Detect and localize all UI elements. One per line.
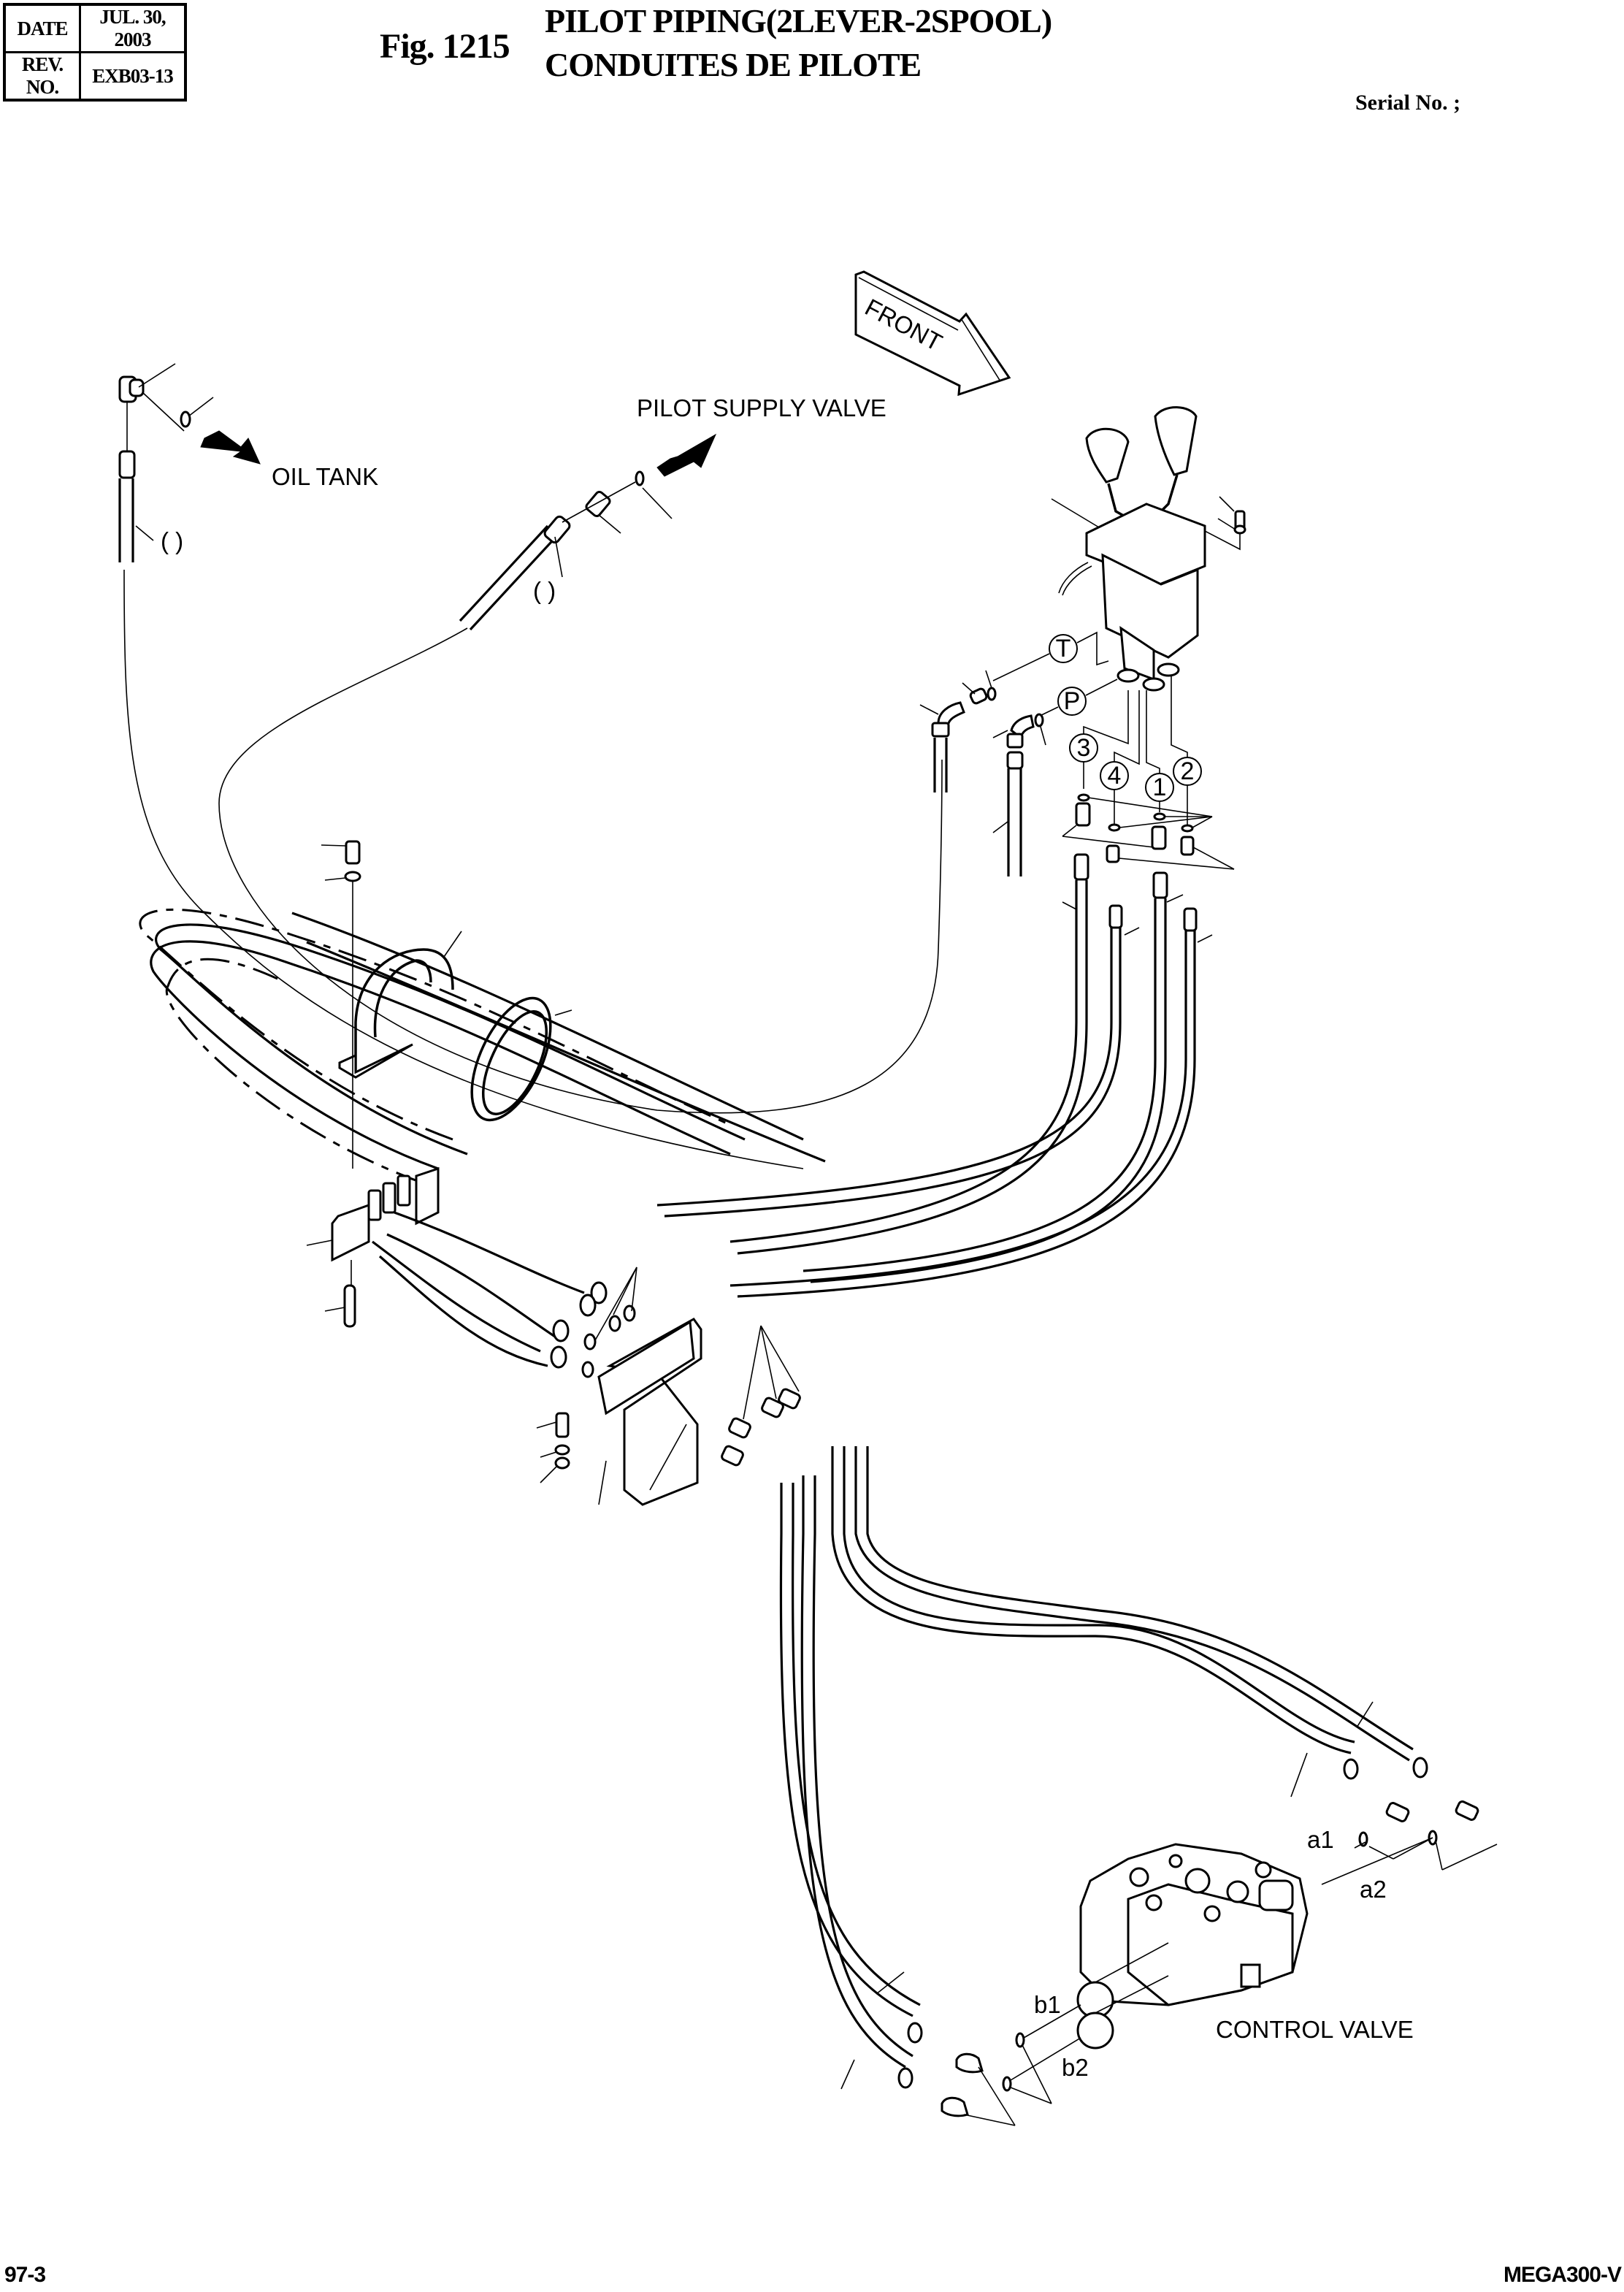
- pressure-port-fitting: [992, 713, 1046, 876]
- port-tag-2: 2: [1171, 676, 1202, 825]
- hose-loop-bundle: [139, 908, 826, 1185]
- hose-grommet-ring: [470, 996, 572, 1122]
- mounting-bolt-icon: [1204, 496, 1246, 551]
- bracket-adapters: [721, 1325, 801, 1467]
- port-tag-P: P: [1036, 679, 1118, 718]
- pilot-supply-hose: ( ): [218, 470, 943, 1114]
- clamp-bolt-icon: [321, 840, 361, 1169]
- oil-tank-label: OIL TANK: [272, 463, 378, 490]
- hose-holder-block: [306, 1166, 440, 1328]
- pilot-hoses-bundle: [656, 853, 1213, 1298]
- o-ring-icon: [180, 410, 191, 428]
- lever-knob-left: [1085, 427, 1130, 484]
- adapter-fitting: [585, 490, 611, 518]
- lever-knob-right: [1154, 406, 1198, 476]
- pilot-supply-arrow-icon: PILOT SUPPLY VALVE: [637, 394, 886, 477]
- pin-icon: [343, 1284, 356, 1328]
- pilot-port-adapters: [1062, 793, 1235, 870]
- front-direction-arrow: FRONT: [854, 270, 1011, 397]
- port-label-a2: a2: [1360, 1876, 1387, 1903]
- port-label-b2: b2: [1062, 2054, 1089, 2081]
- b-port-fittings: b1 b2: [941, 1991, 1089, 2126]
- hose-bracket-plate: [597, 1318, 702, 1506]
- oil-tank-elbow-fitting: [118, 363, 214, 432]
- o-ring-icon: [635, 470, 645, 486]
- model-name: MEGA300-V: [1503, 2263, 1622, 2287]
- control-valve-label: CONTROL VALVE: [1216, 2016, 1414, 2043]
- hose-nut: [1343, 1758, 1359, 1780]
- rev-label: REV. NO.: [3, 51, 81, 102]
- serial-number-label: Serial No. ;: [1355, 91, 1461, 115]
- port-label-b1: b1: [1034, 1991, 1061, 2018]
- port-tag-3: 3: [1069, 690, 1129, 789]
- a-port-fittings: a1 a2: [1307, 1800, 1498, 1903]
- page-subtitle: CONDUITES DE PILOTE: [545, 46, 922, 83]
- pilot-control-valve-2lever: [1051, 406, 1206, 692]
- tank-return-hose: ( ): [118, 402, 804, 1169]
- port-tag-4: 4: [1100, 690, 1140, 825]
- svg-text:3: 3: [1077, 734, 1091, 762]
- svg-text:2: 2: [1181, 757, 1195, 785]
- svg-text:P: P: [1064, 687, 1081, 715]
- hose-nut: [590, 1281, 608, 1304]
- control-valve-hoses: [779, 1446, 1428, 2090]
- date-value: JUL. 30, 2003: [79, 3, 187, 53]
- hose-ends-to-bracket: [372, 1211, 637, 1378]
- revision-table: DATE JUL. 30, 2003 REV. NO. EXB03-13: [3, 3, 187, 102]
- page-number: 97-3: [4, 2263, 46, 2287]
- pilot-supply-valve-label: PILOT SUPPLY VALVE: [637, 394, 886, 421]
- hose-clamp-bracket: [338, 931, 462, 1079]
- tank-port-fitting: [919, 670, 997, 792]
- page-title: PILOT PIPING(2LEVER-2SPOOL): [545, 2, 1052, 39]
- svg-text:4: 4: [1108, 762, 1122, 790]
- svg-text:T: T: [1056, 635, 1071, 662]
- port-tag-1: 1: [1145, 690, 1174, 812]
- control-valve-body: CONTROL VALVE: [1076, 1843, 1414, 2050]
- figure-number: Fig. 1215: [380, 27, 510, 66]
- rev-value: EXB03-13: [79, 51, 187, 102]
- port-tag-T: T: [992, 631, 1109, 681]
- hose-length-placeholder: ( ): [161, 527, 183, 554]
- port-label-a1: a1: [1307, 1826, 1334, 1853]
- bracket-bolt-nut-icon: [536, 1412, 570, 1483]
- svg-text:1: 1: [1153, 773, 1167, 801]
- hose-length-placeholder: ( ): [533, 577, 556, 604]
- date-label: DATE: [3, 3, 81, 53]
- oil-tank-arrow-icon: OIL TANK: [200, 430, 378, 490]
